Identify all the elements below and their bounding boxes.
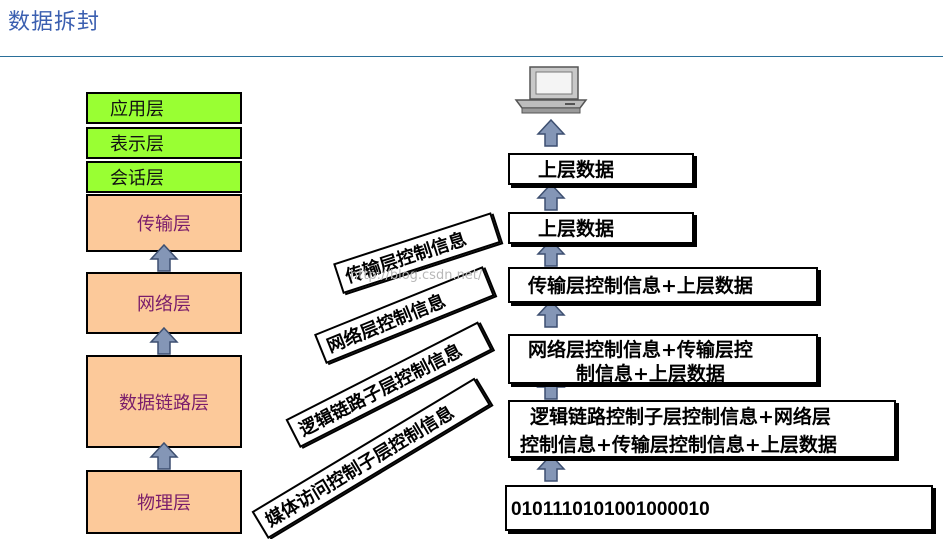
- arrow-up-icon: [537, 300, 565, 328]
- packet-bits: 0101110101001000010: [505, 485, 933, 531]
- packet-upper-data-top: 上层数据: [508, 153, 694, 185]
- layer-transport: 传输层: [86, 194, 242, 252]
- arrow-up-icon: [537, 454, 565, 482]
- arrow-up-icon: [537, 183, 565, 211]
- page-title: 数据拆封: [8, 10, 101, 35]
- title-divider: [0, 56, 943, 57]
- packet-upper-data: 上层数据: [508, 212, 694, 244]
- computer-icon: [514, 66, 588, 114]
- packet-network-line1: 网络层控制信息+传输层控: [528, 339, 753, 361]
- packet-datalink-line2: 控制信息+传输层控制信息+上层数据: [520, 434, 837, 456]
- watermark: http://blog.csdn.net/: [350, 268, 483, 283]
- arrow-up-icon: [150, 327, 178, 355]
- layer-presentation: 表示层: [86, 127, 242, 159]
- layer-session: 会话层: [86, 161, 242, 193]
- arrow-up-icon: [537, 119, 565, 147]
- layer-datalink: 数据链路层: [86, 355, 242, 448]
- packet-datalink-line1: 逻辑链路控制子层控制信息+网络层: [530, 406, 831, 428]
- packet-transport: 传输层控制信息+上层数据: [508, 267, 818, 303]
- packet-datalink: 逻辑链路控制子层控制信息+网络层 控制信息+传输层控制信息+上层数据: [508, 400, 896, 458]
- arrow-up-icon: [150, 442, 178, 470]
- arrow-up-icon: [150, 244, 178, 272]
- layer-network: 网络层: [86, 272, 242, 334]
- layer-application: 应用层: [86, 92, 242, 124]
- layer-physical: 物理层: [86, 470, 242, 534]
- packet-network: 网络层控制信息+传输层控 制信息+上层数据: [508, 334, 818, 385]
- packet-network-line2: 制信息+上层数据: [576, 363, 725, 385]
